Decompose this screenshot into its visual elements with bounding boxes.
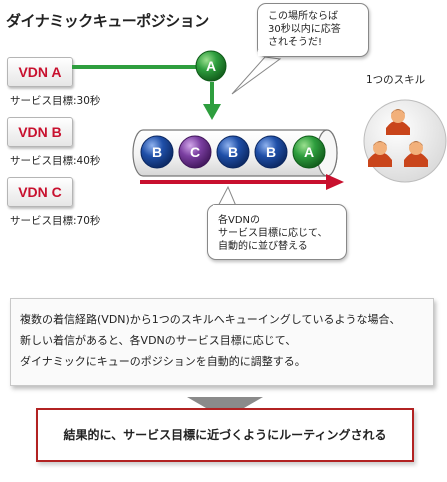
- queue-call-label: A: [304, 144, 314, 160]
- vdn-c-target: サービス目標:70秒: [10, 215, 101, 227]
- queue-call-label: B: [266, 144, 276, 160]
- result-box: 結果的に、サービス目標に近づくようにルーティングされる: [36, 408, 414, 462]
- queue-call-label: C: [190, 144, 200, 160]
- vdn-b-target: サービス目標:40秒: [10, 155, 101, 167]
- callout-top-tail: [231, 56, 282, 95]
- callout-top-tail-joint: [258, 50, 284, 56]
- agent-icon: [386, 109, 410, 135]
- callout-top-line: 30秒以内に応答: [268, 24, 341, 35]
- vdn-a-target: サービス目標:30秒: [10, 95, 101, 107]
- skill-label: 1つのスキル: [366, 74, 426, 86]
- queue-call-ball: B: [254, 135, 288, 169]
- vdn-b-box: VDN B: [7, 117, 73, 147]
- description-box: 複数の着信経路(VDN)から1つのスキルへキューイングしているような場合、 新し…: [10, 298, 434, 386]
- agent-icon: [404, 141, 428, 167]
- queue-call-ball: C: [178, 135, 212, 169]
- queue-call-ball: B: [140, 135, 174, 169]
- queue-call-ball: A: [292, 135, 326, 169]
- vdn-c-box: VDN C: [7, 177, 73, 207]
- callout-top-line: されそうだ!: [268, 37, 323, 48]
- queue-call-ball: B: [216, 135, 250, 169]
- vdn-a-box: VDN A: [7, 57, 73, 87]
- callout-bottom-line: 自動的に並び替える: [218, 241, 308, 252]
- callout-bottom: 各VDNの サービス目標に応じて、 自動的に並び替える: [207, 204, 347, 260]
- queue-call-label: B: [152, 144, 162, 160]
- description-line: ダイナミックにキューのポジションを自動的に調整する。: [20, 355, 306, 368]
- callout-bottom-line: 各VDNの: [218, 215, 261, 226]
- insert-down-arrow: [203, 82, 221, 120]
- agent-icon: [368, 141, 392, 167]
- queue-call-label: B: [228, 144, 238, 160]
- callout-top: この場所ならば 30秒以内に応答 されそうだ!: [257, 3, 369, 57]
- incoming-call-ball: A: [195, 50, 227, 82]
- callout-top-line: この場所ならば: [268, 11, 338, 22]
- callout-bottom-tail-joint: [213, 205, 239, 209]
- skill-group-icon: [363, 99, 447, 183]
- callout-bottom-line: サービス目標に応じて、: [218, 228, 328, 239]
- queue-diagram: A B C B B A: [72, 50, 447, 215]
- description-line: 新しい着信があると、各VDNのサービス目標に応じて、: [20, 334, 297, 347]
- page-title: ダイナミックキューポジション: [6, 12, 209, 30]
- description-line: 複数の着信経路(VDN)から1つのスキルへキューイングしているような場合、: [20, 313, 401, 326]
- queue-direction-arrow: [140, 174, 344, 190]
- svg-text:A: A: [206, 58, 216, 74]
